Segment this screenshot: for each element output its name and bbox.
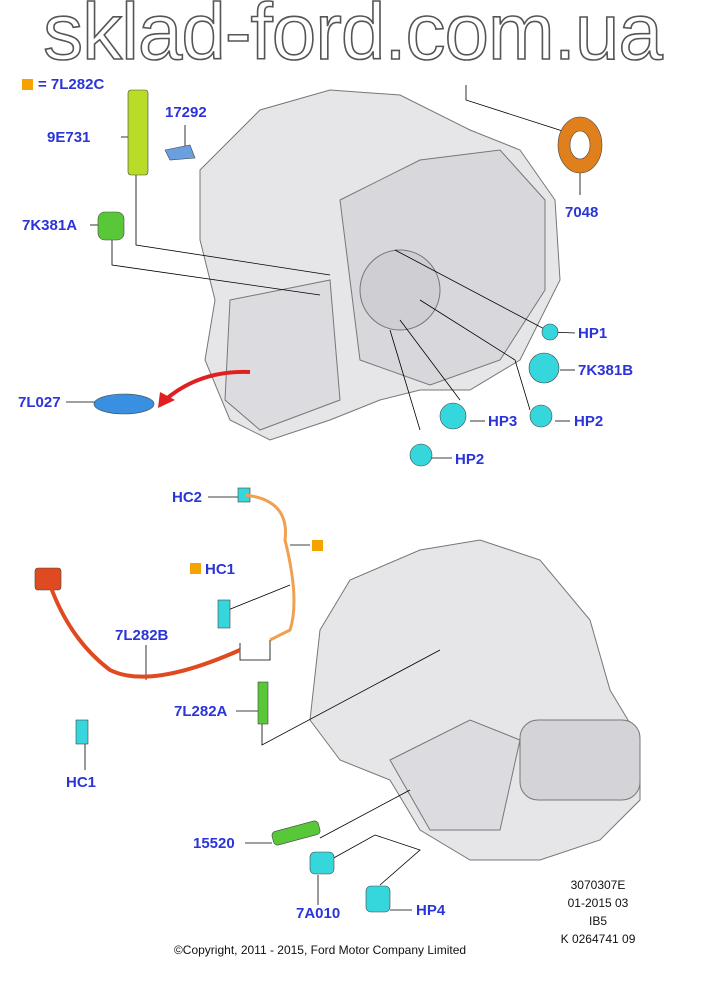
- upper-transmission-housing: [199, 89, 561, 441]
- cable-7L282C: [244, 493, 296, 642]
- cable-7L282B: [48, 584, 241, 679]
- part-label-HP3[interactable]: HP3: [488, 413, 518, 430]
- removal-arrow: [163, 369, 251, 402]
- parts: [34, 89, 603, 913]
- ref-illustration-id: 3070307E: [570, 878, 626, 892]
- part-label-HP4[interactable]: HP4: [416, 902, 446, 919]
- copyright: ©Copyright, 2011 - 2015, Ford Motor Comp…: [173, 943, 467, 957]
- lower-transmission-housing: [309, 539, 641, 861]
- part-label-7K381B[interactable]: 7K381B: [578, 362, 634, 379]
- legend-orange-square: [22, 79, 33, 90]
- cable-7L282C-marker: [312, 540, 323, 551]
- part-label-HC1-lower[interactable]: HC1: [66, 774, 97, 791]
- part-label-15520[interactable]: 15520: [193, 835, 235, 852]
- part-label-HP2-lower[interactable]: HP2: [455, 451, 485, 468]
- watermark: sklad-ford.com.ua: [42, 0, 663, 76]
- part-label-7048[interactable]: 7048: [565, 204, 599, 221]
- part-label-HP1[interactable]: HP1: [578, 325, 608, 342]
- part-label-17292[interactable]: 17292: [165, 104, 207, 121]
- part-label-7L282B[interactable]: 7L282B: [115, 627, 169, 644]
- part-label-7A010[interactable]: 7A010: [296, 905, 341, 922]
- part-label-7L282A[interactable]: 7L282A: [174, 703, 228, 720]
- ref-date: 01-2015 03: [567, 896, 629, 910]
- part-label-HC1[interactable]: HC1: [205, 561, 236, 578]
- part-label-HC2[interactable]: HC2: [172, 489, 203, 506]
- ref-code: K 0264741 09: [560, 932, 636, 946]
- part-label-9E731[interactable]: 9E731: [47, 129, 91, 146]
- hc1-orange-marker: [190, 563, 201, 574]
- ref-model: IB5: [588, 914, 607, 928]
- part-label-7L027[interactable]: 7L027: [18, 394, 61, 411]
- part-label-HP2[interactable]: HP2: [574, 413, 604, 430]
- part-label-7K381A[interactable]: 7K381A: [22, 217, 78, 234]
- legend-label: = 7L282C: [38, 76, 105, 93]
